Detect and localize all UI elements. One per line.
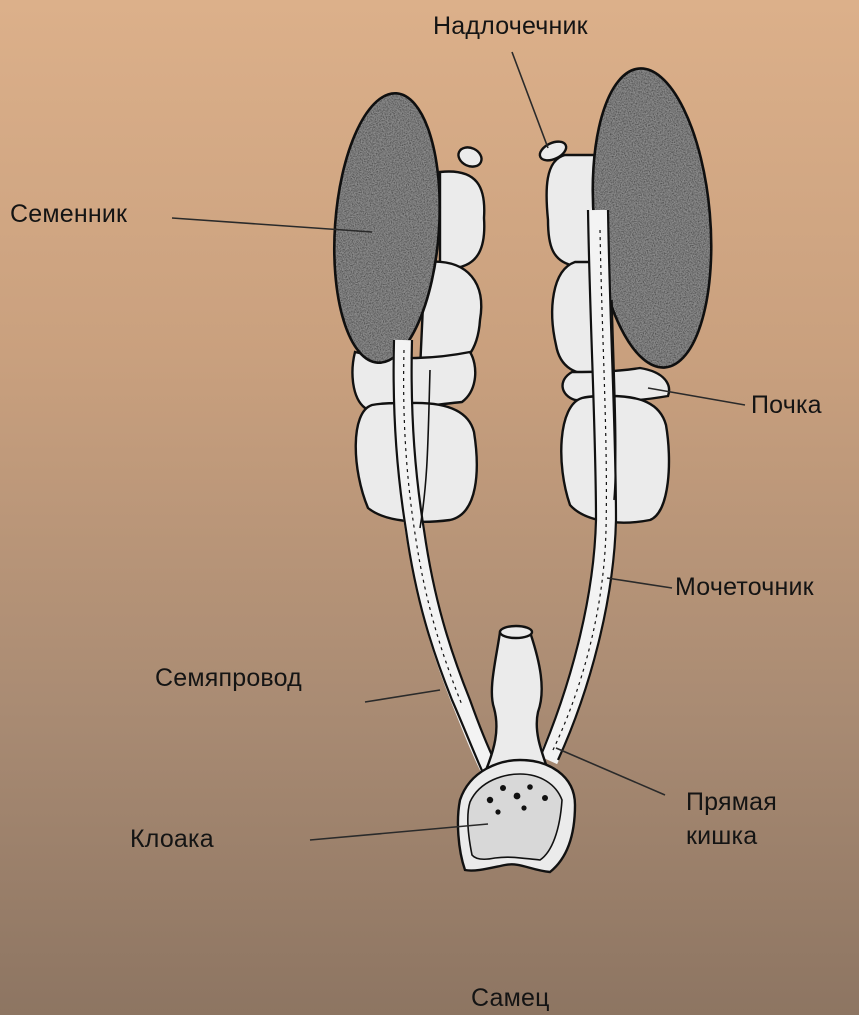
label-rectum-line1: Прямая	[686, 785, 777, 819]
label-ureter: Мочеточник	[675, 572, 814, 602]
label-vas-deferens: Семяпровод	[155, 663, 302, 693]
label-rectum: Прямая кишка	[686, 785, 777, 853]
label-adrenal: Надлочечник	[433, 11, 588, 41]
cloaca	[458, 760, 575, 872]
label-rectum-line2: кишка	[686, 819, 777, 853]
label-testis: Семенник	[10, 199, 127, 229]
leader-ureter	[607, 578, 672, 588]
rectum	[486, 626, 548, 770]
leader-adrenal	[512, 52, 548, 148]
caption: Самец	[471, 983, 550, 1013]
leader-vas-deferens	[365, 690, 440, 702]
label-kidney: Почка	[751, 390, 822, 420]
label-cloaca: Клоака	[130, 824, 214, 854]
left-adrenal-gland	[455, 144, 484, 170]
